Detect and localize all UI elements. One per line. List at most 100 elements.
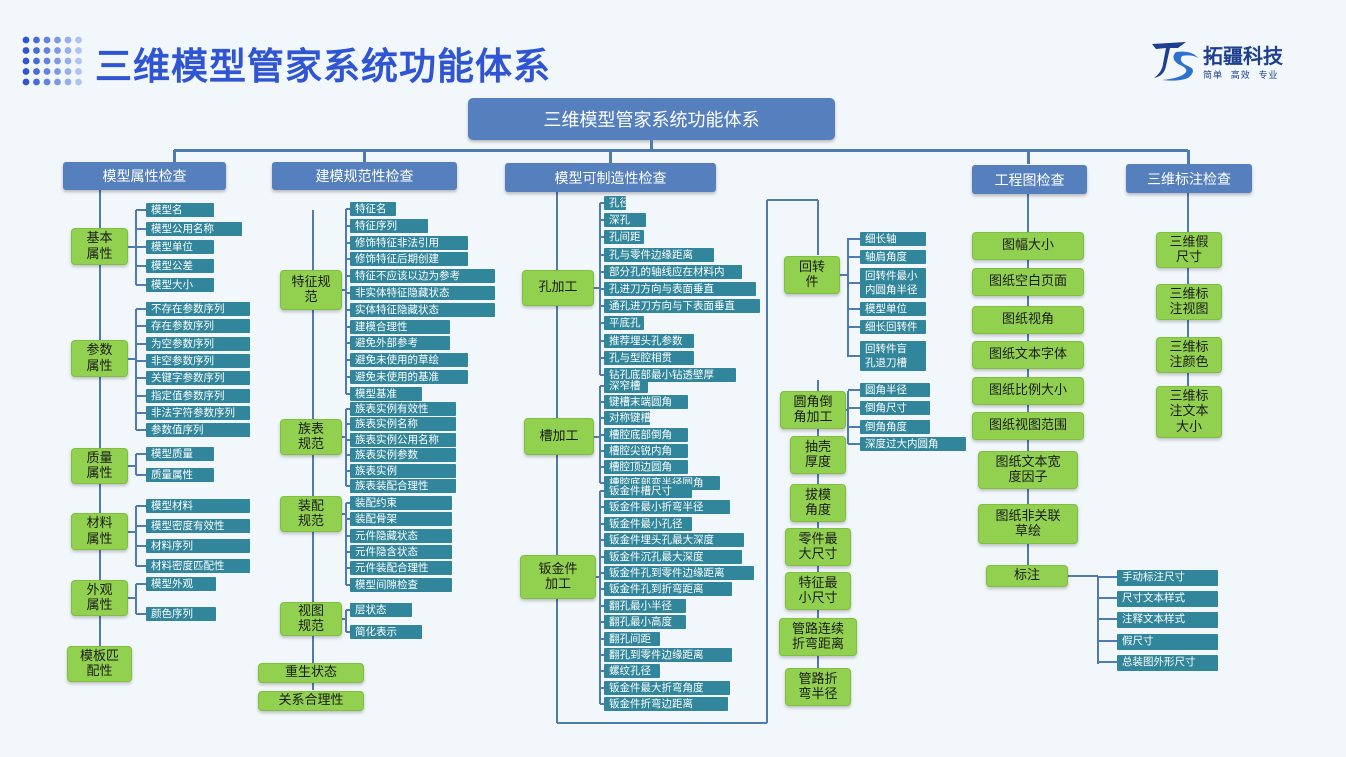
node-3d-annotation-3: 三维标 注文本 大小 — [1156, 386, 1222, 438]
node-mass: 质量 属性 — [71, 448, 128, 484]
node-material: 材料 属性 — [71, 513, 128, 550]
node-3d-annotation-3-label: 三维标 注文本 大小 — [1169, 389, 1209, 435]
leaf-param-0: 不存在参数序列 — [146, 302, 250, 316]
leaf-family-1: 族表实例名称 — [350, 417, 456, 432]
node-drawing-1-label: 图纸空白页面 — [988, 274, 1067, 290]
connector-line — [136, 565, 146, 567]
connector-line — [136, 474, 146, 476]
decorative-dot — [75, 36, 82, 44]
decorative-dot — [33, 78, 40, 86]
category-drawing-check: 工程图检查 — [972, 165, 1087, 194]
leaf-hole-9: 孔与型腔相贯 — [604, 350, 694, 365]
leaf-fillet-3: 深度过大内圆角 — [860, 437, 966, 451]
node-view-label: 视图 规范 — [297, 603, 324, 634]
leaf-assembly-4: 元件装配合理性 — [350, 561, 452, 576]
node-regen-status: 重生状态 — [258, 663, 364, 683]
connector-line — [346, 258, 350, 261]
leaf-slot-2: 对称键槽 — [604, 411, 650, 426]
node-hole-label: 孔加工 — [538, 280, 578, 296]
node-other-4: 管路连续 折弯距离 — [779, 618, 857, 656]
leaf-rotary-1: 轴肩角度 — [860, 250, 926, 264]
leaf-family-0: 族表实例有效性 — [350, 402, 456, 416]
connector-line — [174, 148, 1188, 152]
node-param: 参数 属性 — [71, 340, 128, 377]
connector-line — [848, 389, 860, 391]
connector-line — [99, 190, 101, 650]
decorative-dot — [54, 68, 61, 75]
connector-line — [346, 550, 350, 553]
connector-line — [346, 518, 350, 521]
connector-line — [596, 576, 600, 578]
connector-line — [1186, 150, 1190, 164]
node-drawing-7: 图纸非关联 草绘 — [978, 504, 1078, 544]
leaf-material-1: 模型密度有效性 — [146, 519, 250, 533]
leaf-mass-0: 模型质量 — [146, 447, 214, 461]
node-other-5-label: 管路折 弯半径 — [798, 671, 838, 702]
leaf-assembly-3: 元件隐含状态 — [350, 544, 452, 559]
connector-line — [346, 208, 350, 210]
node-3d-annotation-0: 三维假 尺寸 — [1156, 232, 1222, 268]
node-annotation: 标注 — [986, 565, 1068, 587]
connector-line — [1068, 575, 1098, 577]
node-appearance-label: 外观 属性 — [86, 582, 113, 613]
leaf-rotary-0: 细长轴 — [860, 232, 926, 246]
node-rotary: 回转 件 — [784, 256, 840, 294]
leaf-appearance-0: 模型外观 — [146, 577, 216, 591]
decorative-dot — [75, 47, 82, 54]
connector-line — [136, 227, 146, 230]
leaf-sheet-13: 钣金件折弯边距离 — [604, 697, 728, 712]
decorative-dot — [54, 36, 61, 44]
node-drawing-6-label: 图纸文本宽 度因子 — [995, 454, 1061, 485]
node-drawing-1: 图纸空白页面 — [972, 268, 1084, 296]
connector-line — [346, 359, 350, 362]
connector-line — [136, 429, 146, 432]
decorative-dot — [22, 36, 30, 44]
node-appearance: 外观 属性 — [71, 580, 128, 616]
leaf-fillet-0: 圆角半径 — [860, 383, 930, 397]
node-other-0-label: 抽壳 厚度 — [804, 439, 831, 470]
connector-line — [346, 438, 350, 441]
leaf-hole-7: 平底孔 — [604, 316, 644, 331]
decorative-dot — [64, 36, 72, 44]
leaf-feature-7: 建模合理性 — [350, 319, 450, 334]
leaf-rotary-4: 细长回转件 — [860, 320, 926, 334]
decorative-dot — [33, 57, 40, 65]
connector-line — [346, 342, 350, 345]
leaf-sheet-3: 钣金件埋头孔最大深度 — [604, 533, 744, 548]
connector-line — [600, 270, 604, 273]
connector-line — [649, 140, 653, 150]
leaf-feature-6: 实体特征隐藏状态 — [350, 302, 495, 317]
leaf-sheet-7: 翻孔最小半径 — [604, 598, 686, 613]
leaf-family-5: 族表装配合理性 — [350, 479, 456, 493]
connector-line — [345, 209, 347, 394]
leaf-hole-3: 孔与零件边缘距离 — [604, 247, 714, 262]
node-feature: 特征规 范 — [280, 270, 342, 310]
leaf-fillet-2: 倒角角度 — [860, 420, 930, 434]
leaf-sheet-8: 翻孔最小高度 — [604, 615, 686, 630]
leaf-rotary-5: 回转件盲 孔退刀槽 — [860, 341, 926, 371]
leaf-feature-5: 非实体特征隐藏状态 — [350, 286, 495, 300]
connector-line — [600, 356, 604, 359]
leaf-view-1: 简化表示 — [350, 625, 422, 639]
leaf-feature-4: 特征不应该以边为参考 — [350, 269, 495, 284]
connector-line — [346, 454, 350, 457]
leaf-feature-2: 修饰特征非法引用 — [350, 235, 468, 250]
connector-line — [600, 374, 604, 376]
node-drawing-0: 图幅大小 — [972, 232, 1084, 260]
connector-line — [600, 202, 604, 204]
node-other-2: 零件最 大尺寸 — [785, 528, 851, 566]
leaf-family-2: 族表实例公用名称 — [350, 432, 456, 447]
leaf-hole-1: 深孔 — [604, 213, 646, 228]
leaf-rotary-3: 模型单位 — [860, 302, 926, 316]
leaf-basic-3: 模型公差 — [146, 259, 214, 274]
connector-line — [600, 670, 604, 673]
connector-line — [600, 555, 604, 558]
connector-line — [346, 292, 350, 294]
leaf-annotation-1: 尺寸文本样式 — [1117, 591, 1218, 607]
leaf-param-1: 存在参数序列 — [146, 319, 250, 334]
decorative-dot — [64, 47, 72, 54]
connector-line — [346, 325, 350, 328]
connector-line — [600, 449, 604, 452]
node-other-3: 特征最 小尺寸 — [785, 572, 851, 610]
connector-line — [136, 283, 146, 286]
